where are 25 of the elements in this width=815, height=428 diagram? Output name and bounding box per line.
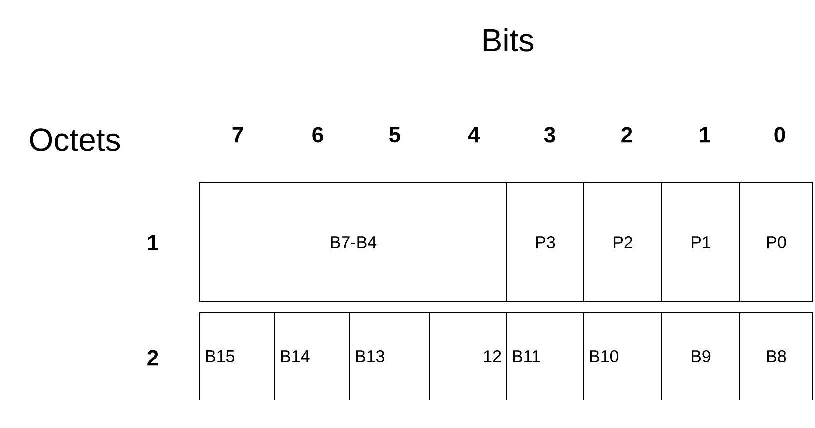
table-cell: P2 <box>584 182 662 302</box>
bit-number: 6 <box>312 127 324 143</box>
bit-number: 1 <box>700 127 710 143</box>
table-cell: P1 <box>662 182 740 302</box>
table-cell: P3 <box>506 182 584 302</box>
axis-title: Octets <box>30 128 120 152</box>
table-cell: P0 <box>740 182 814 302</box>
octet-number: 2 <box>148 350 158 366</box>
table-cell: B9 <box>662 312 740 400</box>
table-cell: 12 <box>430 312 508 400</box>
bit-number: 3 <box>544 127 556 143</box>
table-cell: B8 <box>740 312 814 400</box>
table-cell: B10 <box>584 312 662 400</box>
octet-number: 1 <box>148 235 158 251</box>
bit-number: 5 <box>390 127 400 143</box>
bit-number: 4 <box>468 127 480 143</box>
bit-number: 7 <box>232 127 244 143</box>
table-cell: B15 <box>200 312 276 400</box>
bit-number: 0 <box>774 127 786 143</box>
table-cell: B11 <box>506 312 584 400</box>
bit-number: 2 <box>622 127 632 143</box>
table-cell: B7-B4 <box>200 182 508 302</box>
axis-title: Bits <box>484 28 534 52</box>
table-cell: B13 <box>350 312 430 400</box>
table-cell: B14 <box>274 312 350 400</box>
